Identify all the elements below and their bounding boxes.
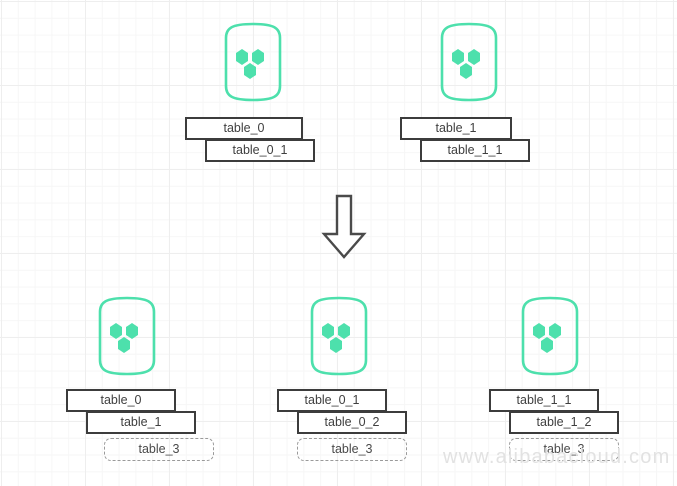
table-box-label: table_3 [138,442,180,457]
table-box[interactable]: table_1_2 [509,411,619,434]
table-box[interactable]: table_0_2 [297,411,407,434]
table-box[interactable]: table_0_1 [205,139,315,162]
table-box-label: table_1_1 [516,393,572,408]
table-box-label: table_0_2 [324,415,380,430]
table-box[interactable]: table_0_1 [277,389,387,412]
table-box-placeholder[interactable]: table_3 [104,438,214,461]
table-box-label: table_3 [543,442,585,457]
table-box-label: table_1 [435,121,477,136]
table-box-placeholder[interactable]: table_3 [509,438,619,461]
cluster-node-icon [302,296,376,376]
table-box-label: table_3 [331,442,373,457]
cluster-node-icon [90,296,164,376]
table-box-placeholder[interactable]: table_3 [297,438,407,461]
table-box[interactable]: table_0 [185,117,303,140]
table-box-label: table_1_2 [536,415,592,430]
table-box-label: table_0_1 [304,393,360,408]
down-arrow-icon [321,194,367,260]
watermark: www.alibabacloud.com [443,446,671,468]
cluster-node-icon [432,22,506,102]
table-box[interactable]: table_1 [400,117,512,140]
cluster-node-icon [216,22,290,102]
table-box-label: table_1 [120,415,162,430]
table-box[interactable]: table_1_1 [420,139,530,162]
table-box-label: table_0_1 [232,143,288,158]
cluster-node-icon [513,296,587,376]
table-box[interactable]: table_0 [66,389,176,412]
table-box-label: table_0 [223,121,265,136]
table-box[interactable]: table_1 [86,411,196,434]
table-box-label: table_0 [100,393,142,408]
table-box[interactable]: table_1_1 [489,389,599,412]
table-box-label: table_1_1 [447,143,503,158]
